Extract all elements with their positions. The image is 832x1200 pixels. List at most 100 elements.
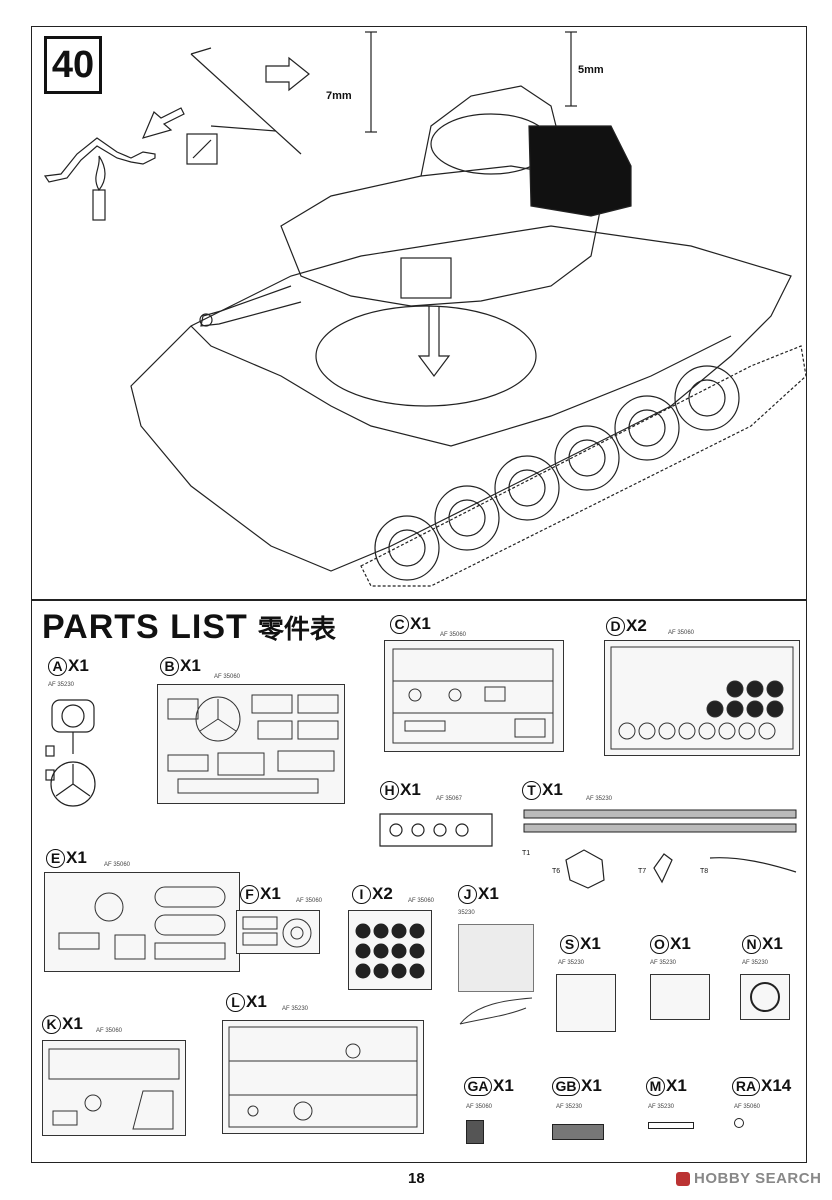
sprue-o-frame	[650, 974, 710, 1020]
sprue-d-code: AF 35060	[668, 630, 695, 636]
sprue-k-qty: X1	[62, 1014, 83, 1033]
track-part-t6: T6	[552, 868, 561, 875]
sprue-b-qty: X1	[180, 656, 201, 675]
sprue-ra-id: RA	[732, 1076, 760, 1096]
sprue-t-qty: X1	[542, 780, 563, 799]
sprue-n-frame	[740, 974, 790, 1020]
dimension-right: 5mm	[578, 64, 604, 76]
track-detail-parts	[565, 849, 797, 889]
sprue-j-id: J	[458, 884, 477, 904]
dimension-left: 7mm	[326, 90, 352, 102]
sprue-ga-id: GA	[464, 1076, 492, 1096]
sprue-i-id: I	[352, 884, 371, 904]
sprue-s-frame	[556, 974, 616, 1032]
track-part-t1: T1	[522, 850, 531, 857]
parts-list-title-en: PARTS LIST	[42, 608, 248, 646]
sprue-f-frame	[236, 910, 320, 954]
sprue-i-parts	[355, 923, 425, 979]
step-number-box: 40	[44, 36, 102, 94]
sprue-ra-qty: X14	[761, 1076, 792, 1095]
sprue-ga-qty: X1	[493, 1076, 514, 1095]
parts-list-title-cn: 零件表	[257, 615, 336, 645]
sprue-n-parts	[750, 982, 780, 1012]
sprue-t-code: AF 35230	[586, 796, 613, 802]
tank-assembly-illustration	[43, 31, 807, 587]
sprue-l-qty: X1	[246, 992, 267, 1011]
track-links-illustration	[523, 809, 797, 833]
sprue-e-code: AF 35060	[104, 862, 131, 868]
sprue-i-frame	[348, 910, 432, 990]
sprue-o-id: O	[650, 934, 669, 954]
sprue-o-qty: X1	[670, 934, 691, 953]
sprue-k-parts	[48, 1048, 180, 1130]
sprue-b-parts	[167, 694, 339, 794]
sprue-ra-part	[734, 1118, 744, 1128]
sprue-d-frame	[604, 640, 800, 756]
sprue-t-id: T	[522, 780, 541, 800]
parts-list-heading: PARTS LIST 零件表	[42, 608, 336, 647]
sprue-l-id: L	[226, 992, 245, 1012]
sprue-m-id: M	[646, 1076, 665, 1096]
sprue-j-code: 35230	[458, 910, 475, 916]
sprue-e-id: E	[46, 848, 65, 868]
sprue-b-code: AF 35060	[214, 674, 241, 680]
wire-part	[459, 997, 533, 1025]
sprue-j-qty: X1	[478, 884, 499, 903]
sprue-l-code: AF 35230	[282, 1006, 309, 1012]
sprue-i-qty: X2	[372, 884, 393, 903]
sprue-l-frame	[222, 1020, 424, 1134]
sprue-n-id: N	[742, 934, 761, 954]
sprue-s-id: S	[560, 934, 579, 954]
sprue-h-illustration	[379, 813, 493, 847]
sprue-a-qty: X1	[68, 656, 89, 675]
sprue-a-code: AF 35230	[48, 682, 75, 688]
sprue-h-id: H	[380, 780, 399, 800]
sprue-ga-code: AF 35060	[466, 1104, 493, 1110]
sprue-s-code: AF 35230	[558, 960, 585, 966]
sprue-k-frame	[42, 1040, 186, 1136]
sprue-c-code: AF 35060	[440, 632, 467, 638]
sprue-h-code: AF 35067	[436, 796, 463, 802]
sprue-ga-part	[466, 1120, 484, 1144]
sprue-n-code: AF 35230	[742, 960, 769, 966]
sprue-f-code: AF 35060	[296, 898, 323, 904]
sprue-a-id: A	[48, 656, 67, 676]
sprue-c-parts	[392, 648, 554, 744]
parts-list-panel	[31, 600, 807, 1163]
sprue-i-code: AF 35060	[408, 898, 435, 904]
sprue-h-qty: X1	[400, 780, 421, 799]
watermark-text: HOBBY SEARCH	[694, 1170, 822, 1187]
watermark: HOBBY SEARCH	[676, 1170, 821, 1187]
sprue-e-parts	[58, 886, 226, 960]
sprue-f-qty: X1	[260, 884, 281, 903]
sprue-d-qty: X2	[626, 616, 647, 635]
sprue-m-part	[648, 1122, 694, 1129]
decal-sheet	[458, 924, 534, 992]
sprue-a-illustration	[45, 699, 96, 807]
sprue-o-code: AF 35230	[650, 960, 677, 966]
sprue-s-qty: X1	[580, 934, 601, 953]
sprue-ra-code: AF 35060	[734, 1104, 761, 1110]
sprue-c-frame	[384, 640, 564, 752]
sprue-k-id: K	[42, 1014, 61, 1034]
sprue-b-frame	[157, 684, 345, 804]
sprue-k-code: AF 35060	[96, 1028, 123, 1034]
sprue-b-id: B	[160, 656, 179, 676]
track-part-t7: T7	[638, 868, 647, 875]
sprue-d-id: D	[606, 616, 625, 636]
